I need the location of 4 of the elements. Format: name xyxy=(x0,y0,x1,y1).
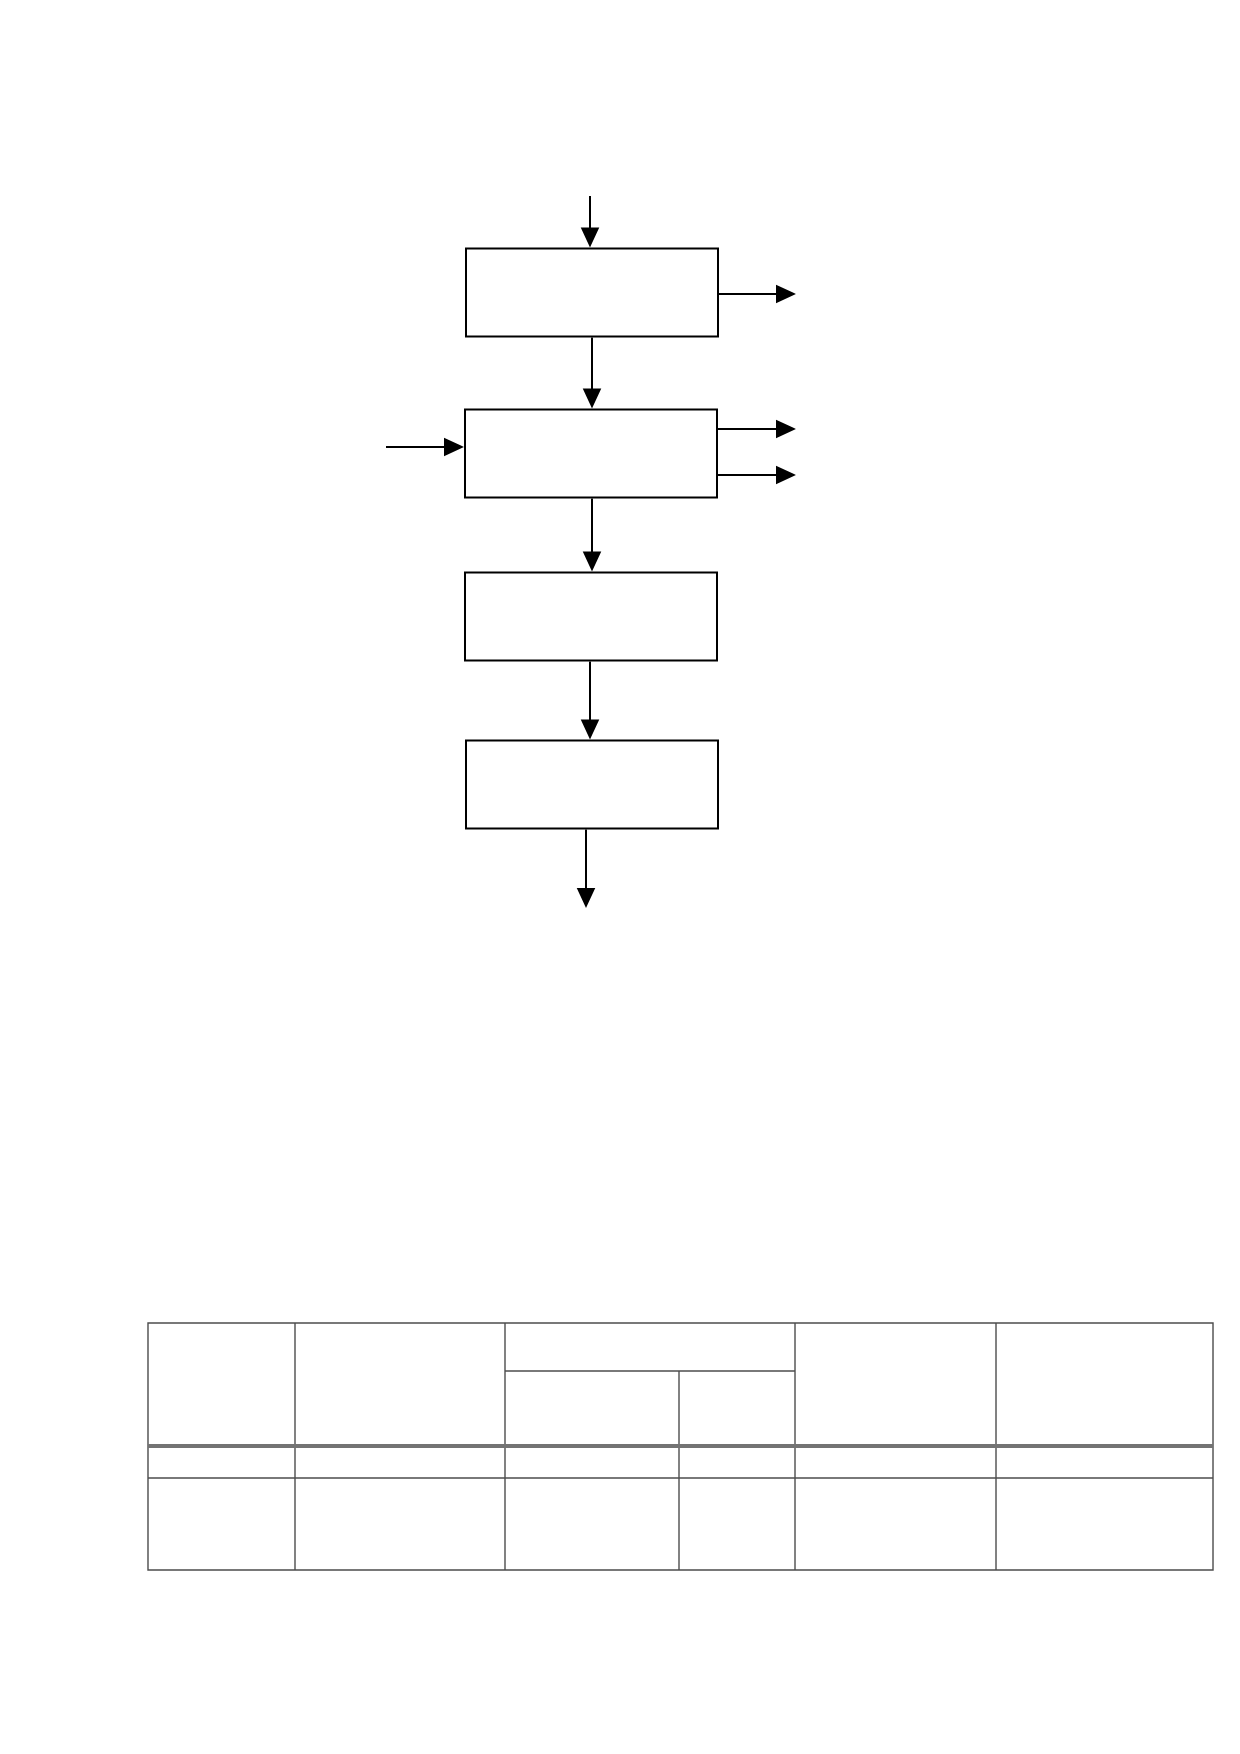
process-box xyxy=(465,739,719,830)
process-box xyxy=(465,247,719,338)
process-box xyxy=(464,408,718,499)
process-box xyxy=(464,571,718,662)
